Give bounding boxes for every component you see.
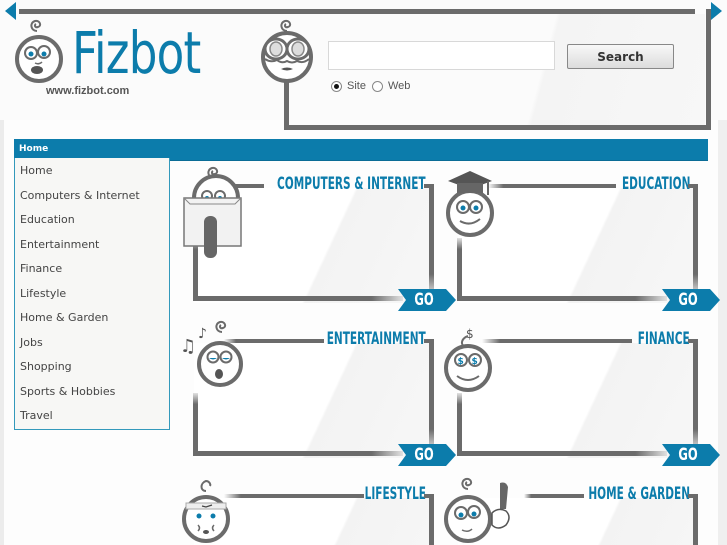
breadcrumb-bar: Home bbox=[14, 139, 708, 161]
card-title-tick bbox=[424, 184, 430, 188]
singing-mascot-icon: ♫ ♪ bbox=[180, 320, 243, 387]
search-input[interactable] bbox=[328, 41, 555, 70]
card-right-rule bbox=[693, 494, 698, 545]
go-label: GO bbox=[414, 290, 434, 310]
go-label: GO bbox=[678, 290, 698, 310]
card-title[interactable]: HOME & GARDEN bbox=[588, 484, 690, 504]
go-button[interactable]: GO bbox=[398, 444, 456, 466]
category-card-computers-internet[interactable]: COMPUTERS & INTERNET GO bbox=[172, 163, 456, 318]
search-panel-frame bbox=[284, 9, 711, 130]
card-right-rule bbox=[429, 184, 434, 294]
go-arrow-icon bbox=[662, 444, 720, 466]
sidebar-item-shopping[interactable]: Shopping bbox=[20, 360, 72, 373]
money-eyes-mascot-icon: $ $ $ bbox=[444, 327, 492, 392]
graduate-mascot-icon bbox=[446, 171, 494, 237]
card-bottom-rule bbox=[193, 451, 403, 456]
headband-mascot-icon bbox=[182, 479, 230, 543]
card-top-rule bbox=[224, 339, 324, 343]
card-left-rule bbox=[193, 393, 198, 455]
card-title[interactable]: FINANCE bbox=[638, 329, 690, 349]
go-arrow-icon bbox=[398, 444, 456, 466]
trowel-mascot-icon bbox=[444, 477, 510, 543]
sidebar-item-home[interactable]: Home bbox=[20, 164, 53, 177]
card-top-rule bbox=[524, 494, 584, 498]
sidebar-item-entertainment[interactable]: Entertainment bbox=[20, 238, 100, 251]
card-bottom-rule bbox=[193, 296, 403, 301]
sidebar-item-finance[interactable]: Finance bbox=[20, 262, 63, 275]
header-top-rule bbox=[19, 9, 695, 14]
search-panel-frame-left bbox=[284, 80, 289, 130]
sidebar-item-lifestyle[interactable]: Lifestyle bbox=[20, 287, 67, 300]
go-arrow-icon bbox=[398, 289, 456, 311]
sidebar-item-computers-internet[interactable]: Computers & Internet bbox=[20, 189, 140, 202]
card-right-rule bbox=[429, 494, 434, 545]
sidebar-item-sports-hobbies[interactable]: Sports & Hobbies bbox=[20, 385, 116, 398]
card-background bbox=[458, 188, 698, 303]
go-button[interactable]: GO bbox=[398, 289, 456, 311]
category-card-entertainment[interactable]: ENTERTAINMENT ♫ ♪ GO bbox=[172, 318, 456, 473]
card-right-rule bbox=[693, 184, 698, 294]
sidebar-menu: Home Computers & Internet Education Ente… bbox=[14, 158, 170, 430]
category-card-home-garden[interactable]: HOME & GARDEN bbox=[436, 473, 701, 545]
go-button[interactable]: GO bbox=[662, 289, 720, 311]
sidebar-item-jobs[interactable]: Jobs bbox=[20, 336, 43, 349]
sidebar-item-home-garden[interactable]: Home & Garden bbox=[20, 311, 109, 324]
search-button[interactable]: Search bbox=[567, 44, 674, 69]
svg-text:$: $ bbox=[472, 357, 478, 367]
card-left-rule bbox=[193, 238, 198, 300]
header: Fizbot www.fizbot.com Search Site Web bbox=[0, 0, 727, 130]
card-top-rule bbox=[220, 184, 264, 188]
card-bottom-rule bbox=[457, 296, 667, 301]
sidebar-item-travel[interactable]: Travel bbox=[20, 409, 53, 422]
card-background bbox=[194, 498, 434, 545]
svg-text:♫: ♫ bbox=[180, 336, 196, 357]
card-left-rule bbox=[457, 238, 462, 300]
svg-text:♪: ♪ bbox=[198, 326, 207, 342]
card-title[interactable]: COMPUTERS & INTERNET bbox=[277, 174, 426, 194]
go-label: GO bbox=[678, 445, 698, 465]
card-title[interactable]: LIFESTYLE bbox=[364, 484, 426, 504]
svg-text:$: $ bbox=[466, 327, 474, 341]
card-background bbox=[458, 343, 698, 458]
go-label: GO bbox=[414, 445, 434, 465]
go-arrow-icon bbox=[662, 289, 720, 311]
binoculars-mascot-icon bbox=[261, 19, 313, 83]
category-card-finance[interactable]: FINANCE $ $ $ GO bbox=[436, 318, 720, 473]
card-title-tick bbox=[424, 494, 430, 498]
card-top-rule bbox=[482, 339, 632, 343]
card-right-rule bbox=[429, 339, 434, 449]
breadcrumb-home[interactable]: Home bbox=[19, 144, 49, 154]
web-radio-label[interactable]: Web bbox=[387, 80, 411, 92]
svg-text:$: $ bbox=[458, 357, 464, 367]
card-top-rule bbox=[224, 494, 364, 498]
category-card-lifestyle[interactable]: LIFESTYLE bbox=[172, 473, 437, 545]
card-top-rule bbox=[488, 184, 616, 188]
left-gutter bbox=[0, 120, 4, 545]
logo-text: Fizbot bbox=[72, 19, 201, 87]
card-title-tick bbox=[424, 339, 430, 343]
go-button[interactable]: GO bbox=[662, 444, 720, 466]
card-title[interactable]: ENTERTAINMENT bbox=[326, 329, 426, 349]
card-right-rule bbox=[693, 339, 698, 449]
arrow-right-icon bbox=[711, 2, 722, 20]
right-gutter bbox=[718, 120, 727, 545]
card-title[interactable]: EDUCATION bbox=[621, 174, 690, 194]
search-scope-radio-group: Site Web bbox=[331, 80, 416, 92]
web-radio[interactable] bbox=[371, 80, 383, 92]
computer-mascot-icon bbox=[183, 166, 242, 258]
logo-url: www.fizbot.com bbox=[46, 85, 130, 97]
card-title-tick bbox=[688, 184, 694, 188]
card-bottom-rule bbox=[457, 451, 667, 456]
card-title-tick bbox=[688, 494, 694, 498]
category-card-education[interactable]: EDUCATION GO bbox=[436, 163, 720, 318]
site-radio[interactable] bbox=[331, 80, 342, 92]
card-left-rule bbox=[457, 393, 462, 455]
site-radio-label[interactable]: Site bbox=[347, 80, 366, 92]
sidebar-item-education[interactable]: Education bbox=[20, 213, 75, 226]
arrow-left-icon bbox=[5, 2, 16, 20]
card-title-tick bbox=[688, 339, 694, 343]
fizbot-mascot-logo-icon bbox=[15, 19, 63, 83]
